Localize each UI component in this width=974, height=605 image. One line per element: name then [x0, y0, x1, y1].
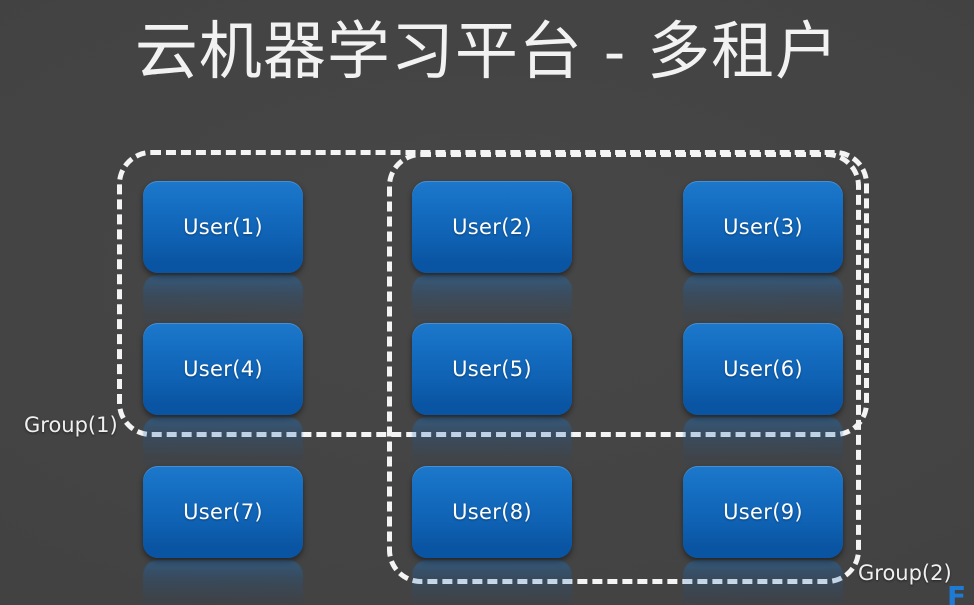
user-label: User(1): [183, 215, 263, 239]
user-box[interactable]: User(7): [143, 466, 303, 558]
page-title: 云机器学习平台 - 多租户: [134, 15, 840, 88]
group-label-group-2: Group(2): [858, 561, 952, 585]
user-box[interactable]: User(5): [412, 323, 572, 415]
user-node-5[interactable]: User(5): [412, 323, 572, 473]
user-box[interactable]: User(1): [143, 181, 303, 273]
user-box[interactable]: User(8): [412, 466, 572, 558]
user-label: User(7): [183, 500, 263, 524]
user-box[interactable]: User(9): [683, 466, 843, 558]
user-node-3[interactable]: User(3): [683, 181, 843, 331]
user-box[interactable]: User(4): [143, 323, 303, 415]
user-box[interactable]: User(2): [412, 181, 572, 273]
user-node-8[interactable]: User(8): [412, 466, 572, 605]
user-box[interactable]: User(6): [683, 323, 843, 415]
user-node-1[interactable]: User(1): [143, 181, 303, 331]
user-node-4[interactable]: User(4): [143, 323, 303, 473]
corner-logo-glyph: F: [947, 586, 967, 605]
group-label-group-1: Group(1): [24, 413, 118, 437]
user-label: User(9): [723, 500, 803, 524]
user-node-7[interactable]: User(7): [143, 466, 303, 605]
user-label: User(3): [723, 215, 803, 239]
group-region-group-2: [387, 152, 861, 584]
user-label: User(8): [452, 500, 532, 524]
user-label: User(6): [723, 357, 803, 381]
user-label: User(5): [452, 357, 532, 381]
user-node-9[interactable]: User(9): [683, 466, 843, 605]
user-label: User(2): [452, 215, 532, 239]
user-box[interactable]: User(3): [683, 181, 843, 273]
user-node-6[interactable]: User(6): [683, 323, 843, 473]
user-label: User(4): [183, 357, 263, 381]
user-node-2[interactable]: User(2): [412, 181, 572, 331]
user-node-reflection: [143, 560, 303, 605]
